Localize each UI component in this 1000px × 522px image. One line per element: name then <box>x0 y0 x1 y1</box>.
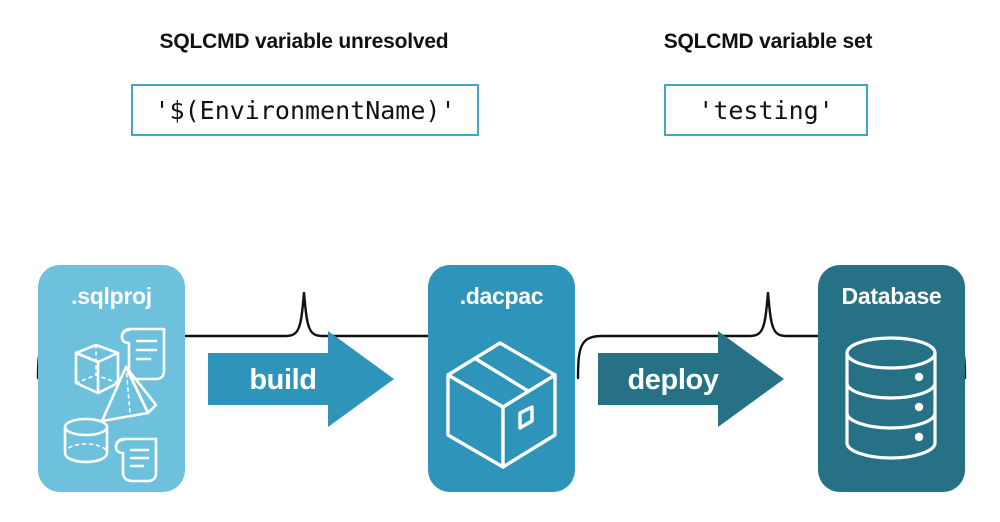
arrow-deploy: deploy <box>598 331 798 427</box>
arrow-shape-deploy <box>598 331 784 427</box>
cylinder-icon <box>63 417 109 464</box>
arrow-shape-build <box>208 331 394 427</box>
artifact-label-dacpac: .dacpac <box>459 283 544 309</box>
pyramid-icon <box>100 365 158 423</box>
heading-sqlcmd-unresolved: SQLCMD variable unresolved <box>159 30 449 53</box>
database-cylinder-icon <box>845 336 937 460</box>
artifact-box-sqlproj: .sqlproj <box>38 265 185 492</box>
artifact-label-sqlproj: .sqlproj <box>71 283 152 309</box>
heading-sqlcmd-set: SQLCMD variable set <box>663 30 873 53</box>
arrow-build: build <box>208 331 408 427</box>
shapes-and-scripts-icon <box>63 327 166 483</box>
artifact-box-dacpac: .dacpac <box>428 265 575 492</box>
script-icon-bottom <box>114 437 158 483</box>
brace-group <box>36 291 967 380</box>
value-box-set: 'testing' <box>664 84 868 136</box>
package-box-icon <box>446 341 557 469</box>
artifact-box-database: Database <box>818 265 965 492</box>
cube-icon <box>74 343 120 395</box>
artifact-label-database: Database <box>841 283 942 309</box>
value-box-unresolved: '$(EnvironmentName)' <box>131 84 479 136</box>
database-status-dots <box>914 372 924 442</box>
script-icon-top <box>120 327 166 381</box>
